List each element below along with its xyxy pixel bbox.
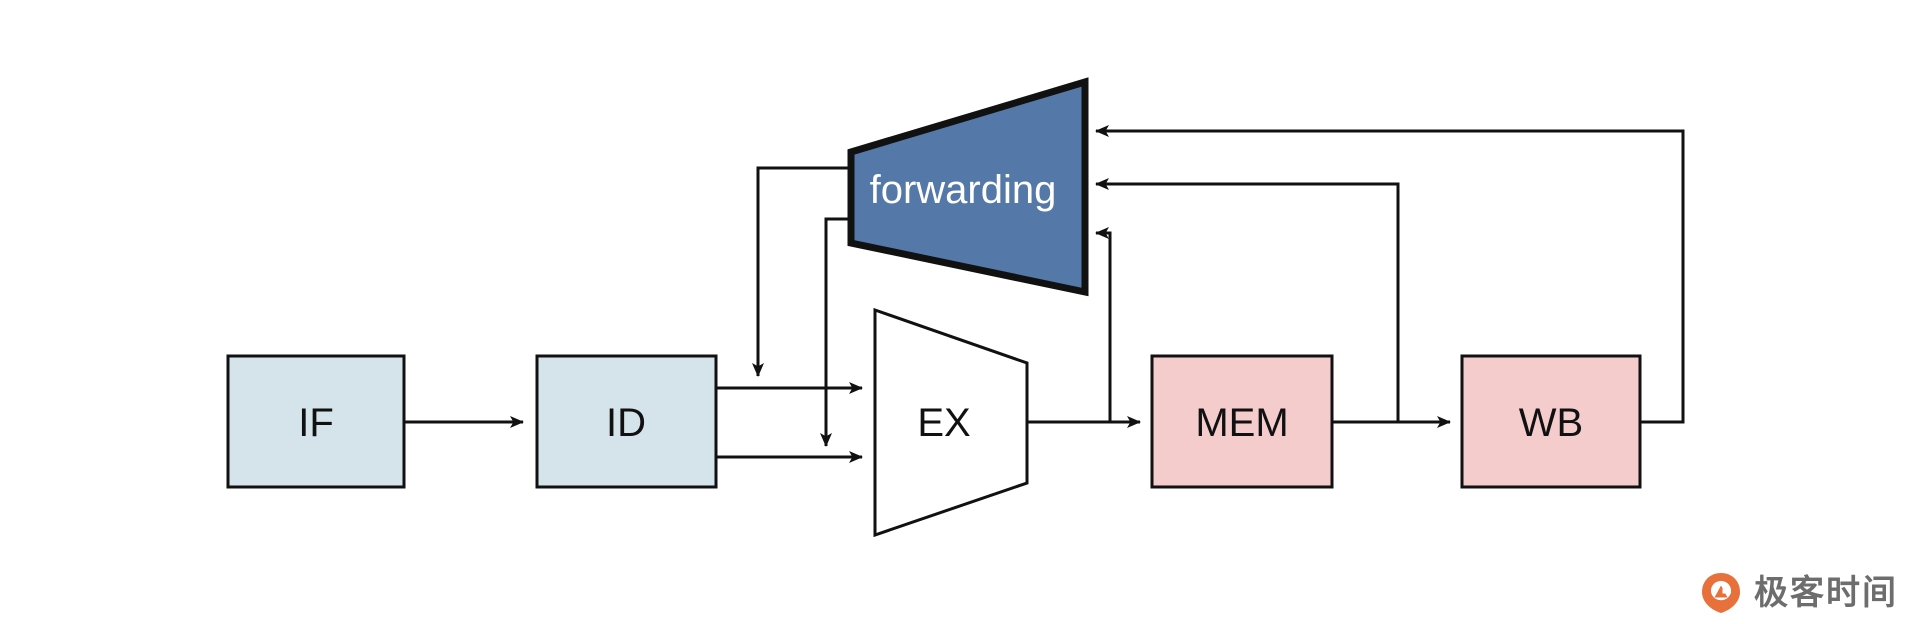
node-id[interactable]: ID	[535, 354, 718, 489]
edge-ex-out-to-forwarding	[1095, 227, 1112, 422]
node-id-shape	[535, 354, 718, 489]
node-wb[interactable]: WB	[1460, 354, 1642, 489]
node-mem[interactable]: MEM	[1150, 354, 1334, 489]
watermark-brand-text: 极客时间	[1754, 573, 1898, 613]
node-mem-shape	[1150, 354, 1334, 489]
node-ex[interactable]: EX	[873, 307, 1029, 538]
node-forwarding-shape	[847, 77, 1089, 297]
edge-mem-out-to-forwarding	[1095, 178, 1400, 422]
geektime-circle-logo-icon	[1702, 573, 1740, 613]
node-ex-shape	[873, 307, 1029, 538]
node-wb-shape	[1460, 354, 1642, 489]
edge-wb-out-to-forwarding	[1095, 125, 1685, 424]
edge-forwarding-to-ex-lower	[820, 217, 851, 447]
node-ex-label: EX	[917, 401, 970, 445]
node-if-shape	[226, 354, 406, 489]
node-id-label: ID	[606, 401, 646, 445]
node-wb-label: WB	[1519, 401, 1583, 445]
node-if-label: IF	[298, 401, 334, 445]
watermark: 极客时间	[1698, 570, 1898, 616]
node-forwarding-label: forwarding	[870, 168, 1057, 212]
edge-forwarding-to-ex-upper	[752, 166, 851, 377]
node-if[interactable]: IF	[226, 354, 406, 489]
node-forwarding[interactable]: forwarding	[847, 77, 1089, 297]
node-mem-label: MEM	[1195, 401, 1288, 445]
